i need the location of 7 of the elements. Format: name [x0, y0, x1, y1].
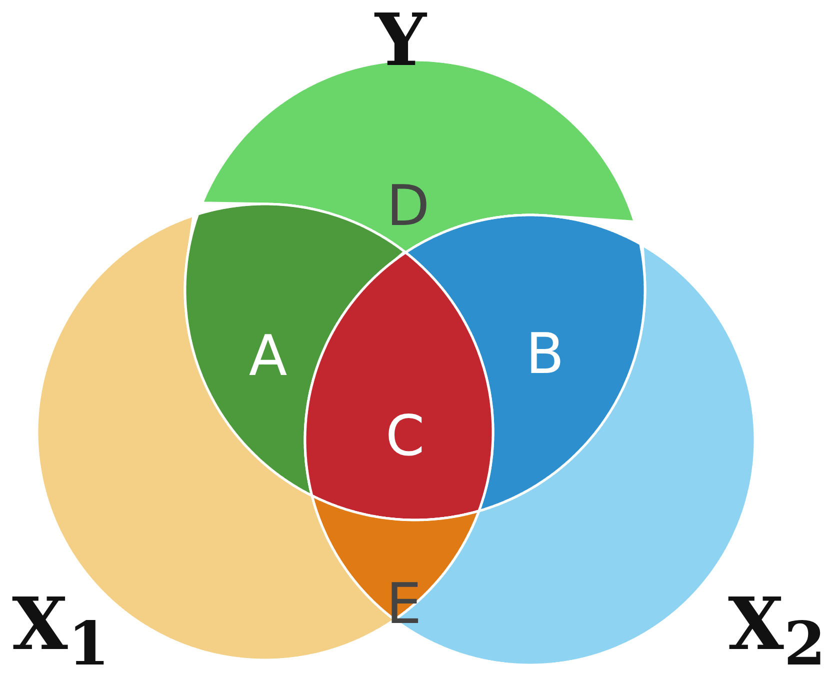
- region-letter: D: [386, 174, 430, 239]
- region-letter: B: [526, 322, 564, 387]
- region-letter: A: [248, 324, 288, 389]
- set-label: X$_{1}$: [12, 588, 110, 674]
- region-letter: C: [385, 404, 425, 469]
- set-label: Y: [375, 4, 426, 76]
- set-label: X$_{2}$: [728, 588, 826, 674]
